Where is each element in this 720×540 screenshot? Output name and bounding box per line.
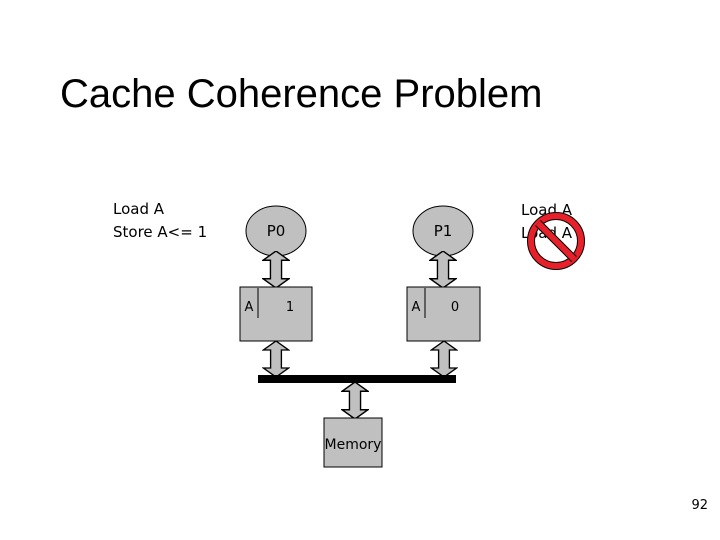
cache-p1: A 0	[406, 286, 481, 342]
slide-title: Cache Coherence Problem	[60, 72, 543, 116]
cache-p1-tag: A	[412, 300, 421, 315]
cache-p0: A 1	[239, 286, 313, 342]
p1-cache-arrow	[429, 251, 457, 288]
cache-p0-tag: A	[245, 300, 254, 315]
memory-bus-arrow	[341, 382, 369, 419]
p0-cache-arrow	[262, 251, 290, 288]
memory-label: Memory	[325, 437, 382, 453]
p0-bus-arrow	[262, 341, 290, 377]
p0-op-store: Store A<= 1	[113, 223, 208, 241]
no-entry-icon	[527, 212, 585, 270]
processor-p0: P0	[245, 205, 307, 257]
cache-p1-value: 0	[451, 300, 459, 315]
memory-module: Memory	[323, 417, 383, 468]
processor-p0-label: P0	[267, 222, 286, 240]
system-bus	[258, 375, 456, 383]
cache-p0-value: 1	[286, 300, 294, 315]
p0-op-load: Load A	[113, 200, 165, 218]
p1-bus-arrow	[430, 341, 458, 377]
processor-p1-label: P1	[434, 222, 453, 240]
processor-p1: P1	[412, 205, 474, 257]
page-number: 92	[691, 498, 708, 513]
p0-operations: Load A Store A<= 1	[113, 198, 207, 244]
